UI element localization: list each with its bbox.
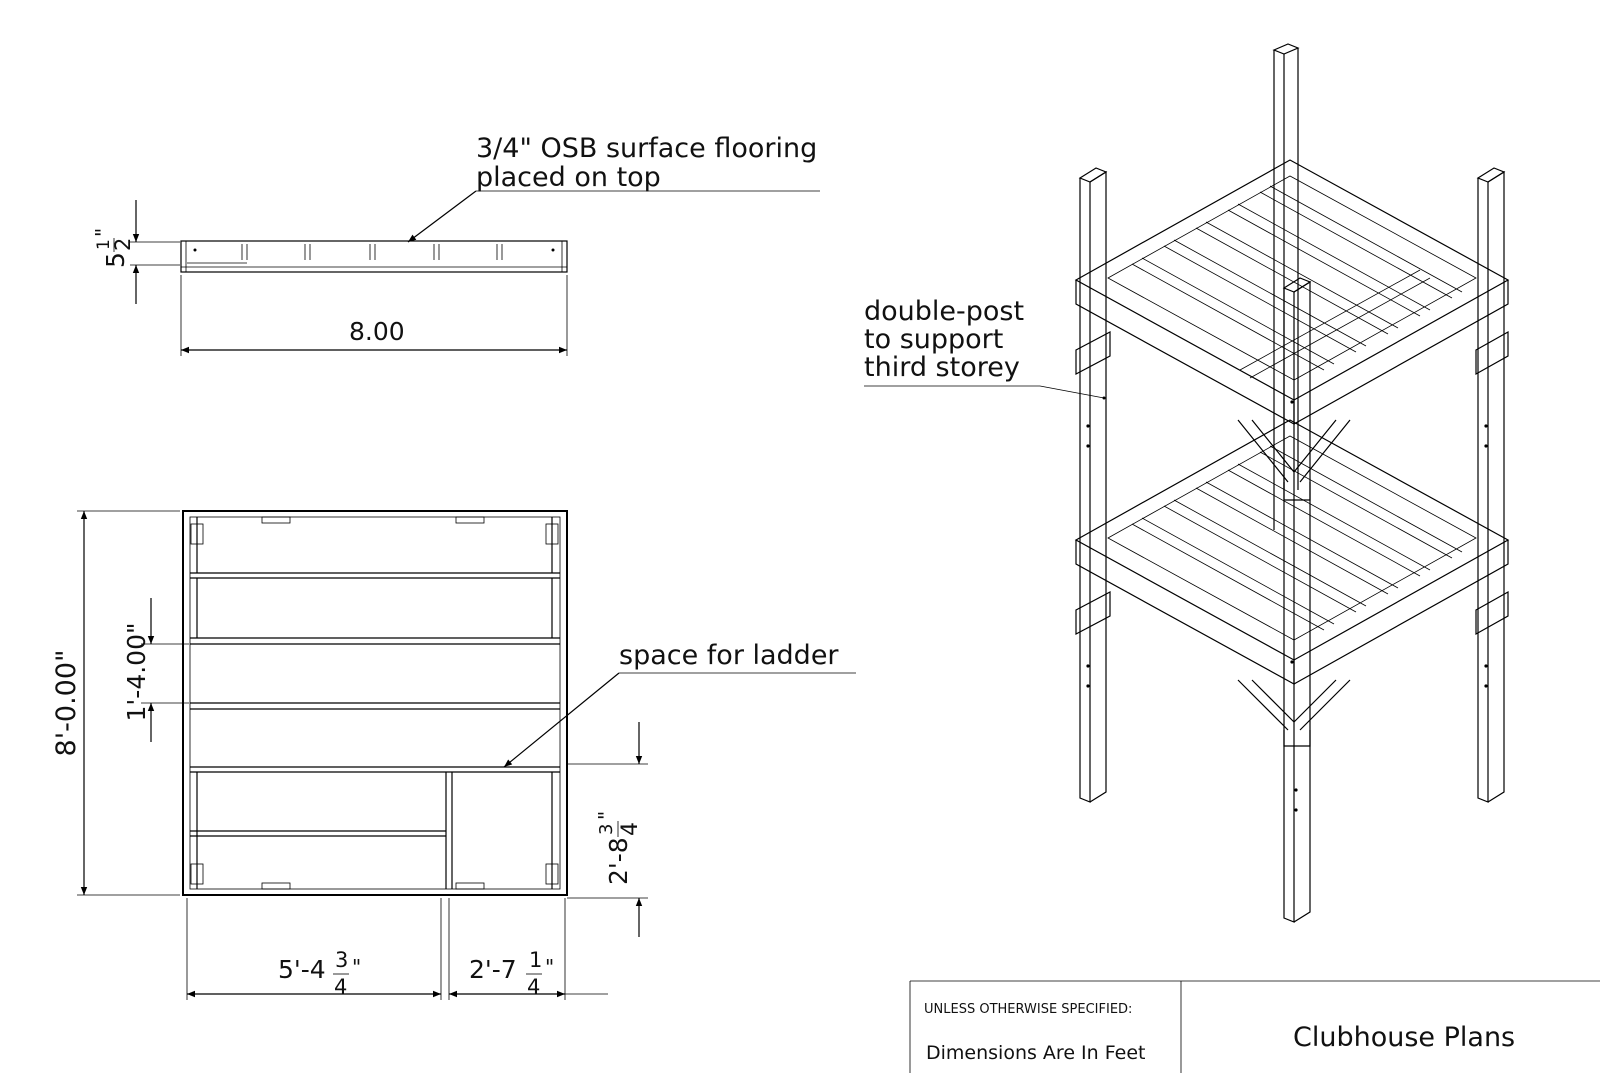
left-width-whole: 5'-4 bbox=[278, 955, 326, 984]
frame-height-numerator: 1 bbox=[94, 239, 114, 250]
left-width-unit: " bbox=[352, 955, 361, 979]
ladder-depth-numerator: 3 bbox=[596, 824, 617, 835]
frame-height-unit: " bbox=[91, 228, 115, 237]
ladder-depth-whole: 2'-8 bbox=[604, 837, 633, 885]
left-width-numerator: 3 bbox=[335, 948, 348, 972]
frame-height-denominator: 2 bbox=[111, 238, 135, 251]
double-post-note-line1: double-post bbox=[864, 296, 1024, 327]
ladder-depth-denominator: 4 bbox=[618, 822, 643, 836]
ladder-depth-unit: " bbox=[594, 811, 618, 820]
lower-deck bbox=[1074, 419, 1510, 686]
post-left bbox=[1078, 167, 1108, 803]
frame-height-whole: 5 bbox=[101, 252, 130, 268]
ladder-width-denominator: 4 bbox=[527, 975, 540, 999]
ladder-width-unit: " bbox=[545, 955, 554, 979]
title-block bbox=[909, 980, 1600, 1073]
upper-deck bbox=[1074, 159, 1510, 426]
ladder-width-numerator: 1 bbox=[529, 948, 542, 972]
osb-note-line2: placed on top bbox=[476, 162, 661, 193]
ladder-note: space for ladder bbox=[619, 640, 839, 671]
title-block-units-note: Dimensions Are In Feet bbox=[926, 1042, 1145, 1064]
osb-note-line1: 3/4" OSB surface flooring bbox=[476, 133, 817, 164]
lower-braces bbox=[1237, 679, 1351, 747]
post-right bbox=[1476, 167, 1506, 803]
double-post-note-line3: third storey bbox=[864, 352, 1020, 383]
frame-height-dimension: 5 1 2 " bbox=[91, 228, 135, 268]
title-block-spec-label: UNLESS OTHERWISE SPECIFIED: bbox=[924, 1002, 1132, 1017]
double-post-note-line2: to support bbox=[864, 324, 1003, 355]
plan-view bbox=[77, 510, 856, 1000]
joist-spacing-dimension: 1'-4.00" bbox=[122, 623, 151, 722]
overall-dimension: 8'-0.00" bbox=[51, 650, 82, 757]
isometric-view bbox=[864, 43, 1510, 923]
ladder-depth-dimension: 2'-8 3 4 " bbox=[594, 811, 643, 885]
ladder-width-whole: 2'-7 bbox=[469, 955, 517, 984]
left-width-dimension: 5'-4 3 4 " bbox=[278, 948, 361, 999]
side-view bbox=[130, 190, 820, 356]
left-width-denominator: 4 bbox=[334, 975, 347, 999]
side-length-dimension: 8.00 bbox=[349, 317, 405, 346]
ladder-width-dimension: 2'-7 1 4 " bbox=[469, 948, 554, 999]
title-block-title: Clubhouse Plans bbox=[1293, 1022, 1515, 1053]
post-front bbox=[1282, 277, 1312, 923]
